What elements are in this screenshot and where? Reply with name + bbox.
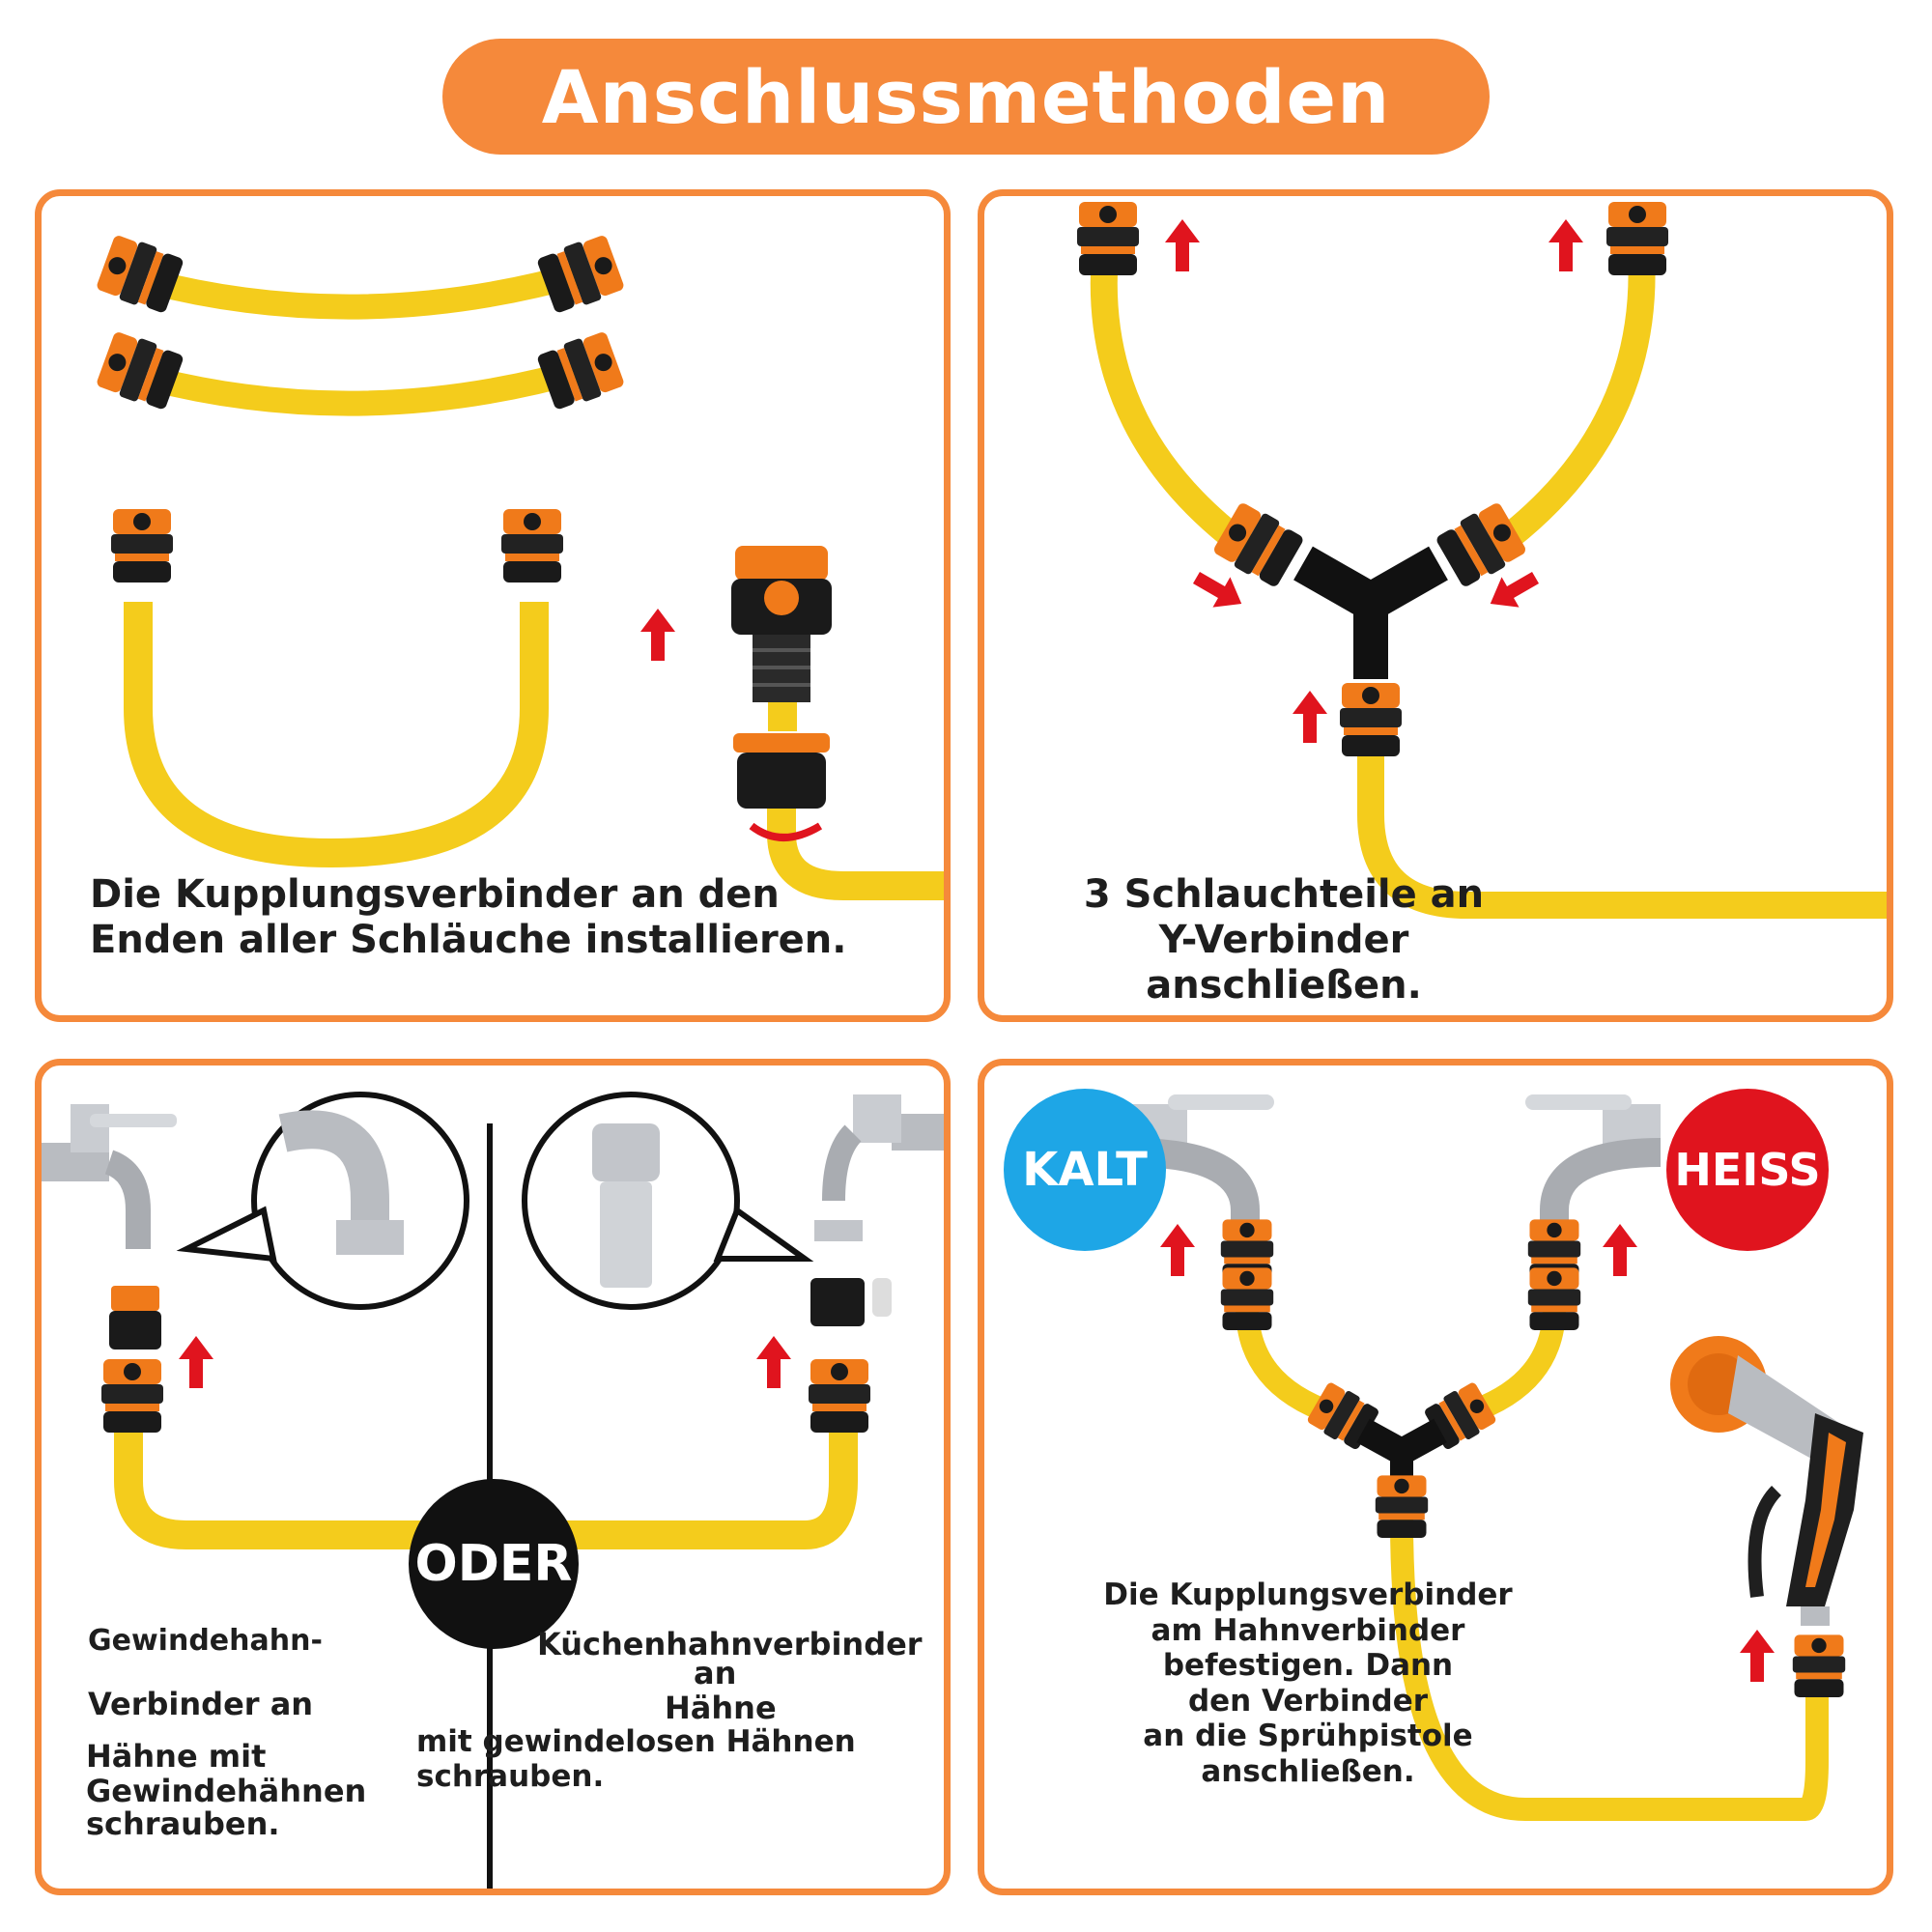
left-line-4: Gewindehähnen [86, 1773, 367, 1809]
kitchen-zoom-bubble-icon [522, 1092, 814, 1310]
hose-short-2 [144, 357, 586, 416]
coupler-icon [101, 1359, 163, 1433]
hose-u [124, 602, 549, 868]
coupler-icon [1375, 1475, 1429, 1538]
title-banner: Anschlussmethoden [442, 39, 1490, 155]
right-line-2: an [694, 1655, 737, 1691]
coupler-icon [1434, 499, 1529, 590]
hose-left [1090, 252, 1264, 565]
coupler-icon [95, 232, 185, 316]
coupler-icon [1606, 202, 1668, 275]
coupler-icon [501, 509, 563, 582]
threaded-faucet-icon [42, 1104, 177, 1249]
caption-install: Die Kupplungsverbinder an den Enden alle… [90, 872, 847, 963]
left-line-5: schrauben. [86, 1805, 280, 1842]
coupler-icon [1220, 1267, 1274, 1330]
faucet-connectors-illustration [42, 1092, 944, 1889]
hose-right [1478, 253, 1656, 565]
coupler-icon [1077, 202, 1139, 275]
y-connector-illustration [1077, 202, 1887, 919]
spray-gun-icon [1670, 1336, 1863, 1626]
arrow-up-icon [1603, 1224, 1637, 1276]
arrow-up-icon [179, 1336, 213, 1388]
oder-badge: ODER [409, 1479, 579, 1649]
coupler-icon [111, 509, 173, 582]
panel-install-couplers: Die Kupplungsverbinder an den Enden alle… [35, 189, 951, 1022]
arrow-up-icon [1160, 1224, 1195, 1276]
coupler-icon [95, 328, 185, 412]
arrow-up-icon [1165, 219, 1200, 271]
thread-zoom-bubble-icon [176, 1092, 469, 1310]
hose-bottom [114, 1423, 858, 1549]
left-line-3: Hähne mit [86, 1738, 267, 1775]
hot-faucet-icon [1525, 1094, 1662, 1230]
arrow-right-down-icon [1187, 562, 1251, 619]
coupler-icon [809, 1359, 870, 1433]
caption-sprayer: Die Kupplungsverbinder am Hahnverbinder … [1103, 1577, 1513, 1789]
panel-y-connector: 3 Schlauchteile an Y-Verbinder anschließ… [978, 189, 1893, 1022]
hose-to-sprayer [1390, 1519, 1829, 1821]
y-connector-icon [1293, 546, 1448, 679]
left-line-1: Gewindehahn- [88, 1624, 323, 1658]
right-line-1: Küchenhahnverbinder [537, 1626, 923, 1662]
kitchen-faucet-icon [822, 1094, 944, 1202]
coupler-icon [535, 232, 626, 316]
arrow-up-icon [756, 1336, 791, 1388]
panel-faucet-connectors: ODER Gewindehahn- Verbinder an Hähne mit… [35, 1059, 951, 1895]
right-line-3: Hähne [665, 1690, 777, 1726]
rotate-arrow-icon [749, 822, 823, 841]
left-line-2: Verbinder an [88, 1686, 314, 1722]
hose-bottom [1357, 747, 1887, 919]
coupler-icon [1340, 683, 1402, 756]
install-couplers-illustration [95, 232, 944, 900]
coupler-icon [1527, 1267, 1581, 1330]
arrow-up-icon [640, 609, 675, 661]
coupler-icon [1792, 1634, 1846, 1697]
thread-adapter-icon [109, 1286, 161, 1350]
arrow-up-icon [1293, 691, 1327, 743]
panel-hot-cold-sprayer: KALT HEISS Die Kupplungsverbinder am Hah… [978, 1059, 1893, 1895]
right-line-4: mit gewindelosen Hähnen schrauben. [416, 1724, 856, 1794]
arrow-up-icon [1548, 219, 1583, 271]
page-title: Anschlussmethoden [541, 53, 1391, 140]
hot-badge: HEISS [1666, 1089, 1829, 1251]
arrow-up-icon [1740, 1630, 1775, 1682]
coupler-detail-icon [731, 546, 832, 809]
cold-badge: KALT [1004, 1089, 1166, 1251]
kitchen-adapter-icon [810, 1220, 892, 1326]
hose-short-1 [144, 261, 586, 320]
y-connector-icon [1356, 1418, 1447, 1477]
caption-y-connector: 3 Schlauchteile an Y-Verbinder anschließ… [1083, 872, 1485, 1009]
hot-cold-sprayer-illustration [1128, 1094, 1863, 1821]
coupler-icon [535, 328, 626, 412]
